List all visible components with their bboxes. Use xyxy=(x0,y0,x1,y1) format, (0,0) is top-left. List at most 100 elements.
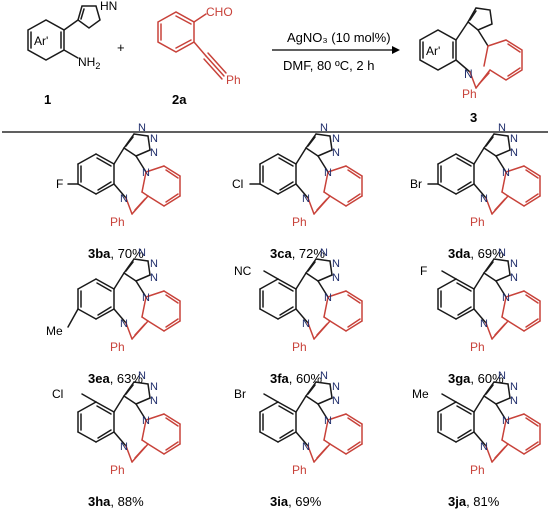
compound-yield: , 60% xyxy=(289,371,323,386)
atom-n-triazole-2: N xyxy=(332,147,340,159)
compound-id: 3ga xyxy=(448,371,471,386)
compound-caption: 3ea, 63% xyxy=(88,371,143,386)
structure-3fa xyxy=(259,258,363,340)
compound-yield: , 88% xyxy=(110,494,144,509)
structure-3ba xyxy=(67,133,181,215)
atom-n-bridge: N xyxy=(120,441,128,453)
atom-n-triazole-1: N xyxy=(150,133,158,145)
atom-n-bridge: N xyxy=(480,193,488,205)
substituent-label: Br xyxy=(234,387,246,401)
phenyl-label: Ph xyxy=(292,340,307,354)
substituent-label: Br xyxy=(410,177,422,191)
substituent-label: F xyxy=(56,177,63,191)
atom-n-bridge: N xyxy=(302,441,310,453)
compound-id: 3ja xyxy=(448,494,467,509)
compound-yield: , 69% xyxy=(470,246,504,261)
atom-n-triazole-3: N xyxy=(138,122,146,134)
atom-n-ring: N xyxy=(142,415,150,427)
compound-caption: 3ia, 69% xyxy=(270,494,322,509)
compound-yield: , 69% xyxy=(288,494,322,509)
compound-caption: 3da, 69% xyxy=(448,246,504,261)
reactant-1-ar-label: Ar' xyxy=(34,34,48,48)
atom-n-triazole-2: N xyxy=(150,147,158,159)
phenyl-label: Ph xyxy=(470,463,485,477)
compound-caption: 3ga, 60% xyxy=(448,371,504,386)
structure-3ca xyxy=(249,133,363,215)
phenyl-label: Ph xyxy=(110,215,125,229)
substituent-label: Cl xyxy=(52,387,63,401)
reactant-1-id: 1 xyxy=(44,92,51,107)
atom-n-bridge: N xyxy=(120,193,128,205)
atom-n-triazole-1: N xyxy=(510,381,518,393)
reactant-1 xyxy=(27,5,101,61)
reactant-2-ph: Ph xyxy=(226,73,241,87)
compound-caption: 3ha, 88% xyxy=(88,494,144,509)
product-n-atom: N xyxy=(464,67,473,81)
plus-sign: + xyxy=(117,40,125,55)
atom-n-triazole-2: N xyxy=(332,395,340,407)
atom-n-triazole-1: N xyxy=(510,258,518,270)
atom-n-triazole-2: N xyxy=(150,272,158,284)
atom-n-bridge: N xyxy=(480,441,488,453)
atom-n-ring: N xyxy=(324,415,332,427)
reactant-1-nh2: NH2 xyxy=(78,55,100,71)
atom-n-bridge: N xyxy=(120,318,128,330)
substituent-label: F xyxy=(420,264,427,278)
atom-n-bridge: N xyxy=(480,318,488,330)
product-ph: Ph xyxy=(462,87,477,101)
phenyl-label: Ph xyxy=(470,215,485,229)
structure-3ea xyxy=(67,258,181,340)
atom-n-triazole-1: N xyxy=(150,258,158,270)
compound-caption: 3ja, 81% xyxy=(448,494,500,509)
reactant-2 xyxy=(157,11,227,80)
atom-n-bridge: N xyxy=(302,193,310,205)
atom-n-triazole-2: N xyxy=(510,147,518,159)
compound-yield: , 70% xyxy=(110,246,144,261)
phenyl-label: Ph xyxy=(292,463,307,477)
atom-n-triazole-1: N xyxy=(510,133,518,145)
atom-n-triazole-3: N xyxy=(138,247,146,259)
atom-n-ring: N xyxy=(502,167,510,179)
reactant-2-cho: CHO xyxy=(206,5,233,19)
atom-n-triazole-2: N xyxy=(510,395,518,407)
atom-n-ring: N xyxy=(502,415,510,427)
reactant-2-id: 2a xyxy=(172,92,187,107)
atom-n-triazole-3: N xyxy=(498,247,506,259)
atom-n-triazole-3: N xyxy=(498,370,506,382)
reagent-text: AgNO₃ (10 mol%) xyxy=(287,30,391,45)
phenyl-label: Ph xyxy=(470,340,485,354)
phenyl-label: Ph xyxy=(110,463,125,477)
compound-caption: 3ba, 70% xyxy=(88,246,144,261)
atom-n-triazole-2: N xyxy=(332,272,340,284)
structure-3ga xyxy=(437,258,541,340)
substituent-label: Me xyxy=(412,387,429,401)
product-general: Ar' Ph N 3 xyxy=(419,7,523,125)
reaction-arrow xyxy=(272,46,400,54)
atom-n-ring: N xyxy=(142,292,150,304)
reactant-1-nh: HN xyxy=(100,0,117,13)
compound-id: 3da xyxy=(448,246,471,261)
atom-n-triazole-3: N xyxy=(320,370,328,382)
structure-3da xyxy=(427,133,541,215)
atom-n-triazole-1: N xyxy=(332,258,340,270)
compound-id: 3ea xyxy=(88,371,110,386)
compound-id: 3fa xyxy=(270,371,290,386)
compound-id: 3ca xyxy=(270,246,292,261)
atom-n-ring: N xyxy=(324,292,332,304)
structure-3ja xyxy=(437,381,541,463)
atom-n-triazole-3: N xyxy=(320,122,328,134)
compound-caption: 3ca, 72% xyxy=(270,246,325,261)
substituent-label: NC xyxy=(234,264,252,278)
atom-n-triazole-1: N xyxy=(332,133,340,145)
conditions-text: DMF, 80 ºC, 2 h xyxy=(283,58,374,73)
